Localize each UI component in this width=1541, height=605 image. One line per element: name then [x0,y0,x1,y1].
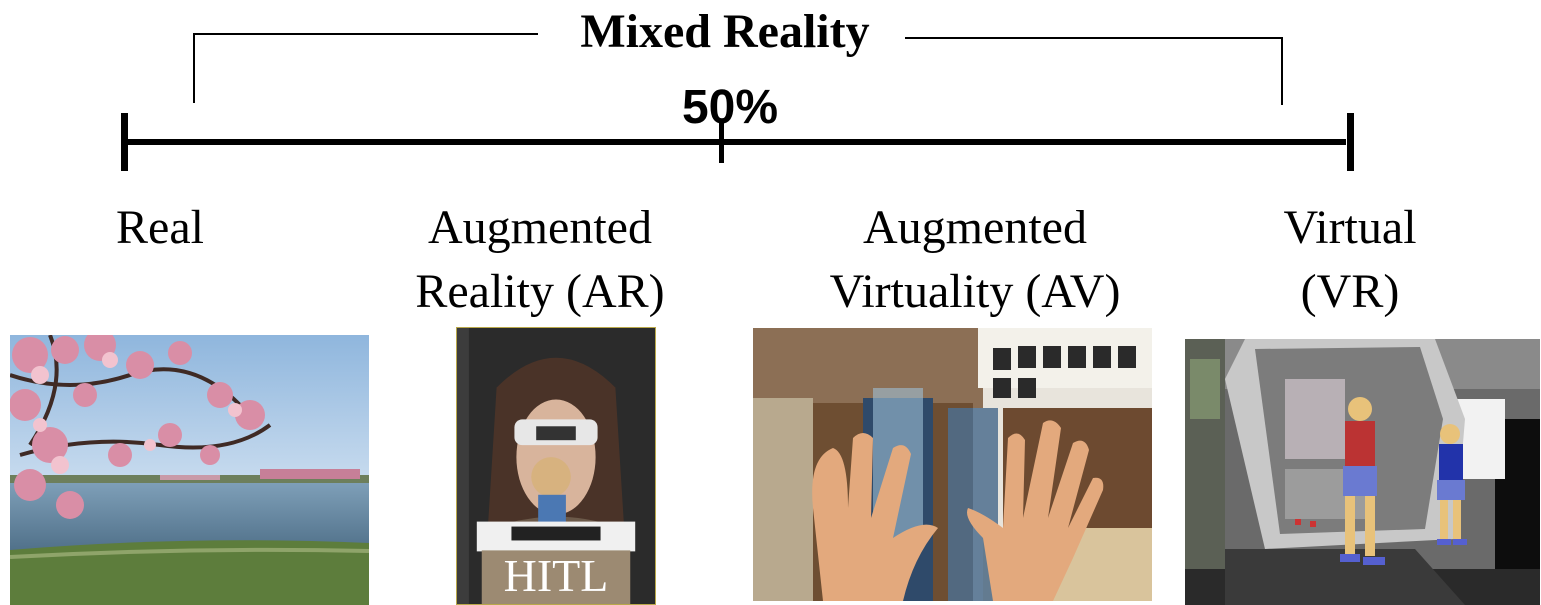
category-label-real: Real [60,196,260,260]
category-label-line: Augmented [863,201,1087,254]
reality-virtuality-axis [128,139,1346,145]
bracket-left-horizontal [193,33,538,35]
category-label-virtual: Virtual (VR) [1240,196,1460,324]
category-label-augmented-reality: Augmented Reality (AR) [390,196,690,324]
diagram-title: Mixed Reality [545,4,905,60]
woman-with-ar-headset-photo: HITL [456,327,656,605]
bracket-right-vertical [1281,37,1283,105]
axis-right-end-tick [1347,113,1354,171]
category-label-line: Reality (AR) [415,265,665,318]
category-label-augmented-virtuality: Augmented Virtuality (AV) [805,196,1145,324]
category-label-line: (VR) [1300,265,1400,318]
category-label-line: Virtual [1283,201,1417,254]
hitl-caption: HITL [503,550,609,601]
category-label-line: Real [116,201,204,254]
midpoint-label: 50% [681,81,779,134]
bracket-left-vertical [193,33,195,103]
category-label-line: Virtuality (AV) [829,265,1121,318]
cherry-blossom-lake-photo [10,335,369,605]
category-label-line: Augmented [428,201,652,254]
hands-in-virtual-museum-render [753,328,1152,601]
axis-left-end-tick [121,113,128,171]
axis-midpoint-tick [719,121,724,163]
virtual-astronauts-in-spacecraft-render [1185,339,1540,605]
bracket-right-horizontal [905,37,1283,39]
